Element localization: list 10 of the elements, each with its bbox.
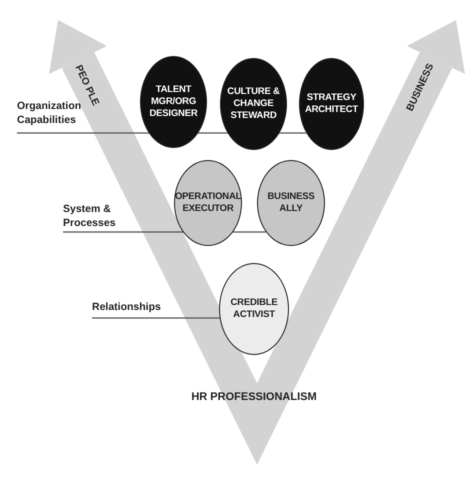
base-label: HR PROFESSIONALISM <box>191 391 317 403</box>
role-ellipse: CULTURE & CHANGE STEWARD <box>220 58 287 150</box>
role-ellipse: BUSINESS ALLY <box>257 160 325 246</box>
role-ellipse: STRATEGY ARCHITECT <box>299 58 364 150</box>
row-label: System & Processes <box>63 203 153 231</box>
role-ellipse: OPERATIONAL EXECUTOR <box>174 160 242 246</box>
role-ellipse: CREDIBLE ACTIVIST <box>219 263 289 355</box>
row-label: Relationships <box>92 301 172 315</box>
leader-line <box>92 317 220 319</box>
role-ellipse: TALENT MGR/ORG DESIGNER <box>140 56 207 148</box>
